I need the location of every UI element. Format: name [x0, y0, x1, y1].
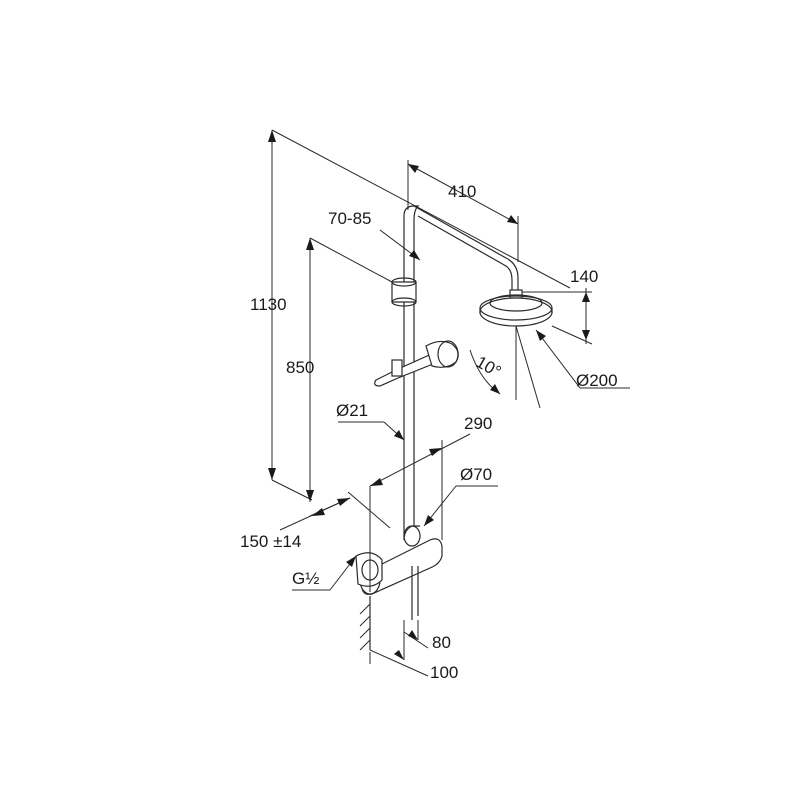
label-wall-distance-b: 100	[430, 663, 458, 682]
label-total-height: 1130	[250, 295, 287, 314]
label-knob-diameter: Ø70	[460, 465, 492, 484]
label-head-height: 140	[570, 267, 598, 286]
label-holder-height: 850	[286, 358, 314, 377]
label-head-diameter: Ø200	[576, 371, 618, 390]
overhead-arm	[413, 205, 519, 292]
wall-hatching	[359, 596, 371, 651]
overhead-shower-head	[479, 294, 553, 327]
label-thermostat-width: 290	[464, 414, 492, 433]
dimension-lines	[268, 129, 630, 677]
label-arm-reach: 410	[448, 182, 476, 201]
head-connector	[509, 289, 523, 299]
dimension-labels: 1130 850 410 70-85 140 Ø200 10° Ø21 290 …	[240, 182, 618, 682]
label-center-spacing: 150 ±14	[240, 532, 301, 551]
hand-shower	[374, 340, 459, 387]
thermostat-mixer	[355, 525, 443, 620]
slider-holder	[391, 277, 417, 307]
label-wall-distance-a: 80	[432, 633, 451, 652]
label-rail-diameter: Ø21	[336, 401, 368, 420]
label-thread: G½	[292, 569, 319, 588]
shower-system-outline	[355, 205, 553, 651]
label-holder-offset: 70-85	[328, 209, 371, 228]
label-head-tilt: 10°	[473, 352, 505, 381]
